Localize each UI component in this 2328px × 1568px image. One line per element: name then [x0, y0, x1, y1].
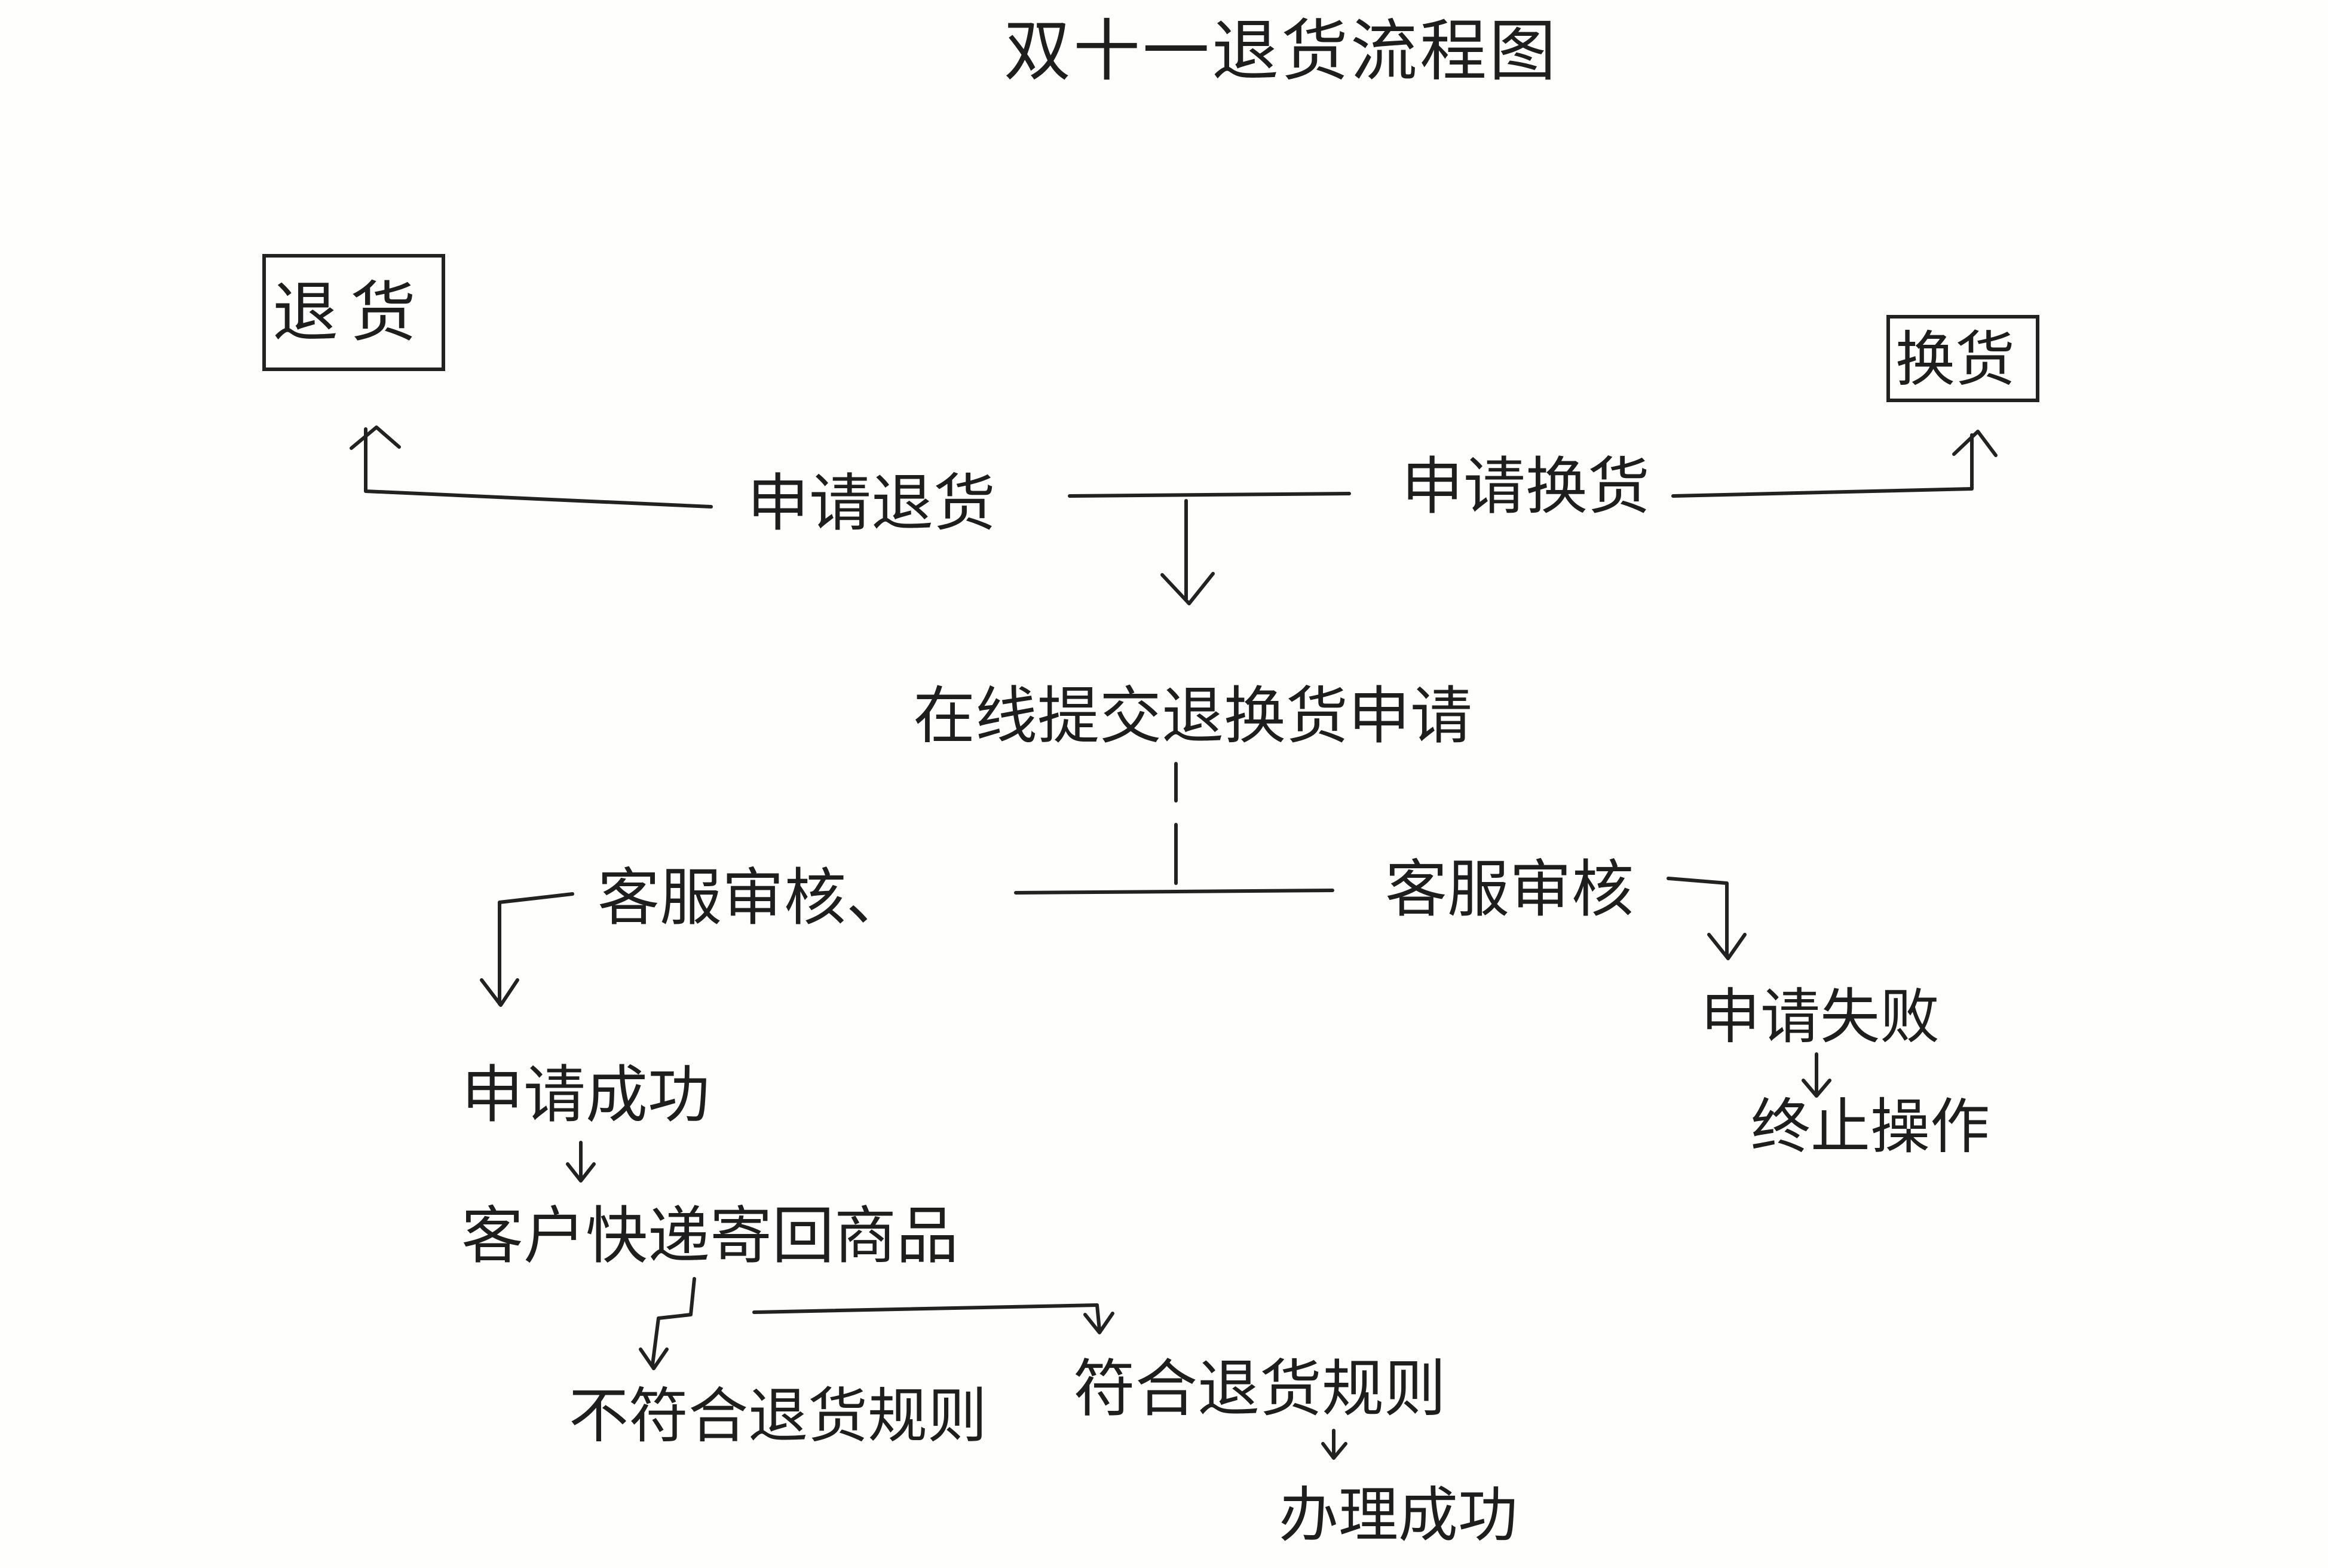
arrowhead-ship-back: [566, 1162, 596, 1183]
arrow-to-exchange-box: [1671, 433, 1974, 498]
node-ship-back: 客户快递寄回商品: [461, 1199, 959, 1272]
arrowhead-return-box: [350, 425, 401, 450]
return-box-frame: [262, 254, 445, 371]
arrow-to-meet-rules: [752, 1303, 1101, 1332]
arrow-to-apply-fail: [1667, 877, 1729, 958]
arrowhead-not-meet-rules: [639, 1348, 669, 1370]
exchange-box-frame: [1886, 315, 2039, 402]
node-apply-return: 申请退货: [747, 467, 996, 540]
node-review-right: 客服审核: [1385, 853, 1634, 926]
arrowhead-terminate: [1802, 1079, 1831, 1098]
node-not-meet-rules: 不符合退货规则: [569, 1381, 987, 1451]
merge-bar-top: [1068, 492, 1351, 498]
node-apply-exchange: 申请换货: [1401, 450, 1650, 523]
arrow-to-not-meet-rules: [651, 1277, 696, 1367]
arrow-to-return-box: [364, 427, 713, 509]
node-terminate: 终止操作: [1751, 1092, 1990, 1162]
diagram-title: 双十一退货流程图: [1004, 13, 1558, 90]
node-return-box: 退货: [272, 274, 428, 351]
arrowhead-exchange-box: [1952, 430, 1998, 457]
node-meet-rules: 符合退货规则: [1073, 1352, 1447, 1425]
arrowhead-done: [1321, 1442, 1347, 1460]
arrowhead-apply-fail: [1707, 933, 1747, 960]
node-submit-online: 在线提交退换货申请: [913, 679, 1473, 752]
node-exchange-box: 换货: [1895, 324, 2015, 394]
arrowhead-apply-success: [480, 978, 519, 1007]
node-apply-fail: 申请失败: [1701, 982, 1940, 1052]
arrowhead-submit: [1160, 572, 1215, 605]
node-done: 办理成功: [1279, 1480, 1518, 1550]
arrow-to-apply-success: [498, 892, 574, 1006]
node-review-left: 客服审核、: [598, 861, 909, 934]
arrowhead-meet-rules: [1083, 1312, 1114, 1334]
node-apply-success: 申请成功: [461, 1058, 710, 1131]
split-bar-review: [1014, 889, 1334, 895]
